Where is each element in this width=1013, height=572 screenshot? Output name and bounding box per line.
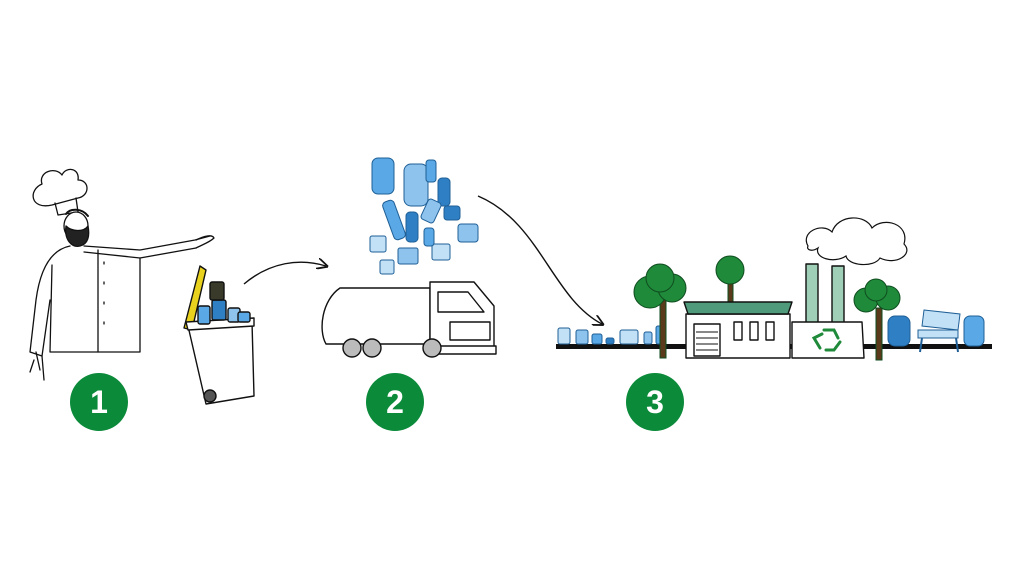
smoke-cloud <box>805 217 908 266</box>
recycled-bottles-and-bench <box>887 309 985 353</box>
step-2-badge: 2 <box>366 373 424 431</box>
tree-left <box>633 263 687 359</box>
chef-illustration <box>29 168 215 381</box>
recycled-items-row <box>557 325 665 345</box>
step-1-badge: 1 <box>70 373 128 431</box>
tree-middle <box>715 255 745 305</box>
garbage-truck <box>321 281 497 358</box>
arrow-step2-to-step3 <box>477 195 602 324</box>
tree-right <box>853 278 901 361</box>
step-3-badge: 3 <box>626 373 684 431</box>
recycling-factory <box>683 263 865 359</box>
arrow-step1-to-step2 <box>243 262 326 285</box>
plastic-waste-pile <box>369 157 479 275</box>
trash-bin <box>183 265 255 405</box>
recycle-symbol-icon <box>811 328 842 352</box>
